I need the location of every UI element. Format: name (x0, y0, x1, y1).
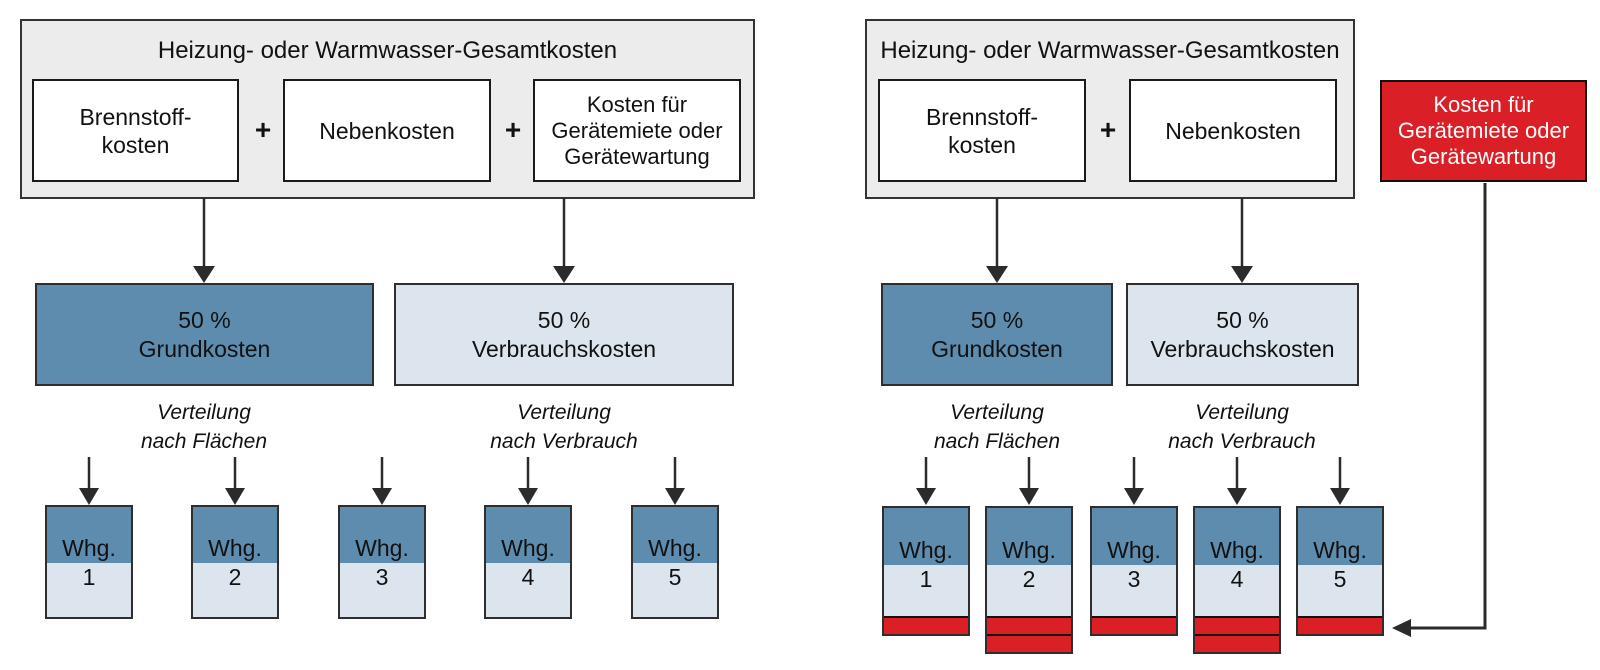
arrow-down-icon (1330, 457, 1350, 505)
device-cost-strip (987, 634, 1071, 652)
left-apartment-4: Whg. 4 (484, 505, 572, 619)
device-cost-strip (987, 616, 1071, 634)
right-apartment-1: Whg. 1 (882, 506, 970, 636)
left-consumption-cost-box: 50 % Verbrauchskosten (394, 283, 734, 386)
apartment-label: Whg. (486, 507, 570, 563)
right-apartment-4: Whg. 4 (1193, 506, 1281, 654)
arrow-down-icon (916, 457, 936, 505)
arrow-down-icon (553, 198, 575, 283)
right-apartment-5: Whg. 5 (1296, 506, 1384, 636)
apartment-number: 3 (1092, 565, 1176, 616)
elbow-arrow-left-icon (1392, 183, 1487, 637)
arrow-down-icon (986, 198, 1008, 283)
apartment-number: 5 (633, 562, 717, 617)
right-apartment-2: Whg. 2 (985, 506, 1073, 654)
right-ancillary-cost-box: Nebenkosten (1129, 79, 1337, 182)
left-device-rental-cost-box: Kosten für Gerätemiete oder Gerätewartun… (533, 79, 741, 182)
apartment-label: Whg. (340, 507, 424, 563)
arrow-down-icon (193, 198, 215, 283)
left-fuel-cost-box: Brennstoff- kosten (32, 79, 239, 182)
arrow-down-icon (518, 457, 538, 505)
device-cost-strip (1195, 616, 1279, 634)
apartment-number: 1 (884, 565, 968, 616)
apartment-label: Whg. (884, 508, 968, 565)
right-apartment-3: Whg. 3 (1090, 506, 1178, 636)
arrow-down-icon (1019, 457, 1039, 505)
arrow-down-icon (225, 457, 245, 505)
apartment-label: Whg. (193, 507, 277, 563)
arrow-down-icon (79, 457, 99, 505)
apartment-number: 3 (340, 562, 424, 617)
left-base-cost-box: 50 % Grundkosten (35, 283, 374, 386)
arrow-down-icon (1124, 457, 1144, 505)
arrow-down-icon (1227, 457, 1247, 505)
left-distribution-by-area-label: Verteilung nach Flächen (140, 401, 268, 453)
apartment-label: Whg. (47, 507, 131, 563)
left-plus-sign-1: + (254, 114, 272, 145)
device-cost-strip (1092, 616, 1176, 634)
device-cost-strip (884, 616, 968, 634)
apartment-number: 2 (193, 562, 277, 617)
left-ancillary-cost-box: Nebenkosten (283, 79, 491, 182)
apartment-label: Whg. (1195, 508, 1279, 565)
arrow-down-icon (665, 457, 685, 505)
right-base-cost-box: 50 % Grundkosten (881, 283, 1113, 386)
left-apartment-2: Whg. 2 (191, 505, 279, 619)
left-diagram-title: Heizung- oder Warmwasser-Gesamtkosten (157, 37, 618, 64)
apartment-label: Whg. (1298, 508, 1382, 565)
right-plus-sign: + (1099, 114, 1117, 145)
right-distribution-by-consumption-label: Verteilung nach Verbrauch (1168, 401, 1316, 453)
apartment-label: Whg. (1092, 508, 1176, 565)
apartment-number: 4 (486, 562, 570, 617)
apartment-number: 2 (987, 565, 1071, 616)
apartment-number: 4 (1195, 565, 1279, 616)
right-fuel-cost-box: Brennstoff- kosten (878, 79, 1086, 182)
right-diagram-title: Heizung- oder Warmwasser-Gesamtkosten (880, 37, 1340, 64)
apartment-label: Whg. (633, 507, 717, 563)
arrow-down-icon (1231, 198, 1253, 283)
left-apartment-5: Whg. 5 (631, 505, 719, 619)
right-consumption-cost-box: 50 % Verbrauchskosten (1126, 283, 1359, 386)
device-cost-strip (1298, 616, 1382, 634)
left-apartment-3: Whg. 3 (338, 505, 426, 619)
left-apartment-1: Whg. 1 (45, 505, 133, 619)
apartment-number: 1 (47, 562, 131, 617)
right-device-rental-cost-box-excluded: Kosten für Gerätemiete oder Gerätewartun… (1380, 80, 1587, 182)
left-distribution-by-consumption-label: Verteilung nach Verbrauch (490, 401, 638, 453)
left-plus-sign-2: + (504, 114, 522, 145)
apartment-number: 5 (1298, 565, 1382, 616)
device-cost-strip (1195, 634, 1279, 652)
right-distribution-by-area-label: Verteilung nach Flächen (933, 401, 1061, 453)
apartment-label: Whg. (987, 508, 1071, 565)
arrow-down-icon (372, 457, 392, 505)
